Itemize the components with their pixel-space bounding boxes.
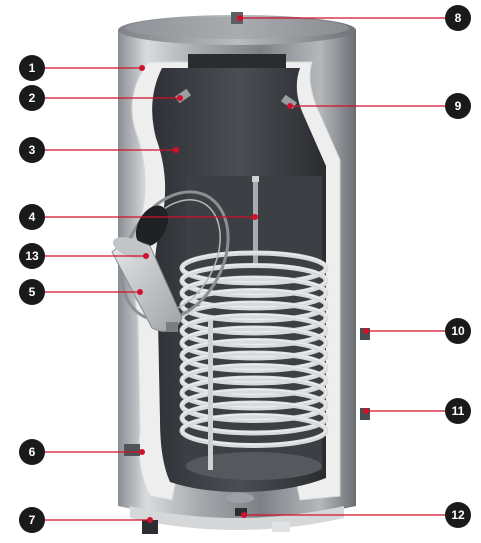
leader-dot-coil-return-connection	[363, 408, 369, 414]
coil-turn-highlight	[181, 338, 327, 371]
leader-dot-coil-flow-connection	[363, 328, 369, 334]
tank-base	[130, 506, 344, 534]
callout-number-9: 9	[455, 99, 462, 113]
coil-riser-pipe	[208, 320, 213, 470]
callout-number-4: 4	[29, 210, 36, 224]
coil-turn-highlight	[181, 376, 327, 408]
leader-dot-sensor-pocket	[252, 214, 258, 220]
inspection-flange	[120, 190, 230, 322]
coil-turn-highlight	[181, 388, 327, 421]
leader-dot-upper-side-connection	[177, 95, 183, 101]
callout-number-3: 3	[29, 143, 36, 157]
callout-marker-5	[19, 279, 45, 305]
coil-turn-highlight	[181, 351, 327, 383]
callout-marker-4	[19, 204, 45, 230]
leader-dot-top-connection	[237, 15, 243, 21]
callout-number-2: 2	[29, 91, 36, 105]
callout-marker-9	[445, 93, 471, 119]
callout-number-7: 7	[29, 513, 36, 527]
leader-dot-lower-side-connection	[139, 449, 145, 455]
leader-dot-inspection-flange-cover	[137, 289, 143, 295]
leader-dot-upper-right-connection	[287, 103, 293, 109]
callout-marker-12	[445, 502, 471, 528]
coil-turn-highlight	[181, 288, 327, 321]
bottom-drain-nozzle	[235, 508, 247, 516]
callout-marker-11	[445, 398, 471, 424]
leader-dot-foot	[147, 517, 153, 523]
coil-turn-highlight	[181, 251, 327, 283]
callout-number-10: 10	[451, 324, 465, 338]
coil-turn-highlight	[181, 401, 327, 433]
lower-side-nozzle	[124, 444, 140, 456]
callout-marker-10	[445, 318, 471, 344]
callout-marker-6	[19, 439, 45, 465]
coil-flow-nozzle	[360, 328, 370, 340]
callout-number-8: 8	[455, 11, 462, 25]
leader-dot-tank-interior	[173, 147, 179, 153]
callout-number-12: 12	[451, 508, 465, 522]
callout-number-11: 11	[452, 404, 465, 418]
bottom-drain-flange	[226, 493, 254, 503]
callout-marker-8	[445, 5, 471, 31]
callout-number-6: 6	[29, 445, 36, 459]
coil-turn-highlight	[181, 313, 327, 346]
callout-marker-7	[19, 507, 45, 533]
tank-foot	[142, 520, 158, 534]
callout-number-5: 5	[29, 285, 36, 299]
coil-turn-highlight	[181, 326, 327, 358]
coil-return-nozzle	[360, 408, 370, 420]
flange-cover	[111, 237, 183, 332]
callout-marker-2	[19, 85, 45, 111]
coil-turn-highlight	[181, 413, 327, 446]
leader-dot-flange-opening	[143, 253, 149, 259]
coil-turn-highlight	[181, 263, 327, 296]
heat-exchanger-coil	[179, 250, 329, 448]
callout-marker-1	[19, 55, 45, 81]
callout-marker-3	[19, 137, 45, 163]
coil-turn-highlight	[181, 276, 327, 308]
callout-marker-13	[19, 243, 45, 269]
callout-number-1: 1	[29, 61, 36, 75]
callout-number-13: 13	[25, 249, 39, 263]
sensor-pocket	[252, 176, 259, 264]
leader-dot-bottom-drain	[241, 512, 247, 518]
coil-turn-highlight	[181, 363, 327, 396]
leader-dot-outer-jacket	[139, 65, 145, 71]
